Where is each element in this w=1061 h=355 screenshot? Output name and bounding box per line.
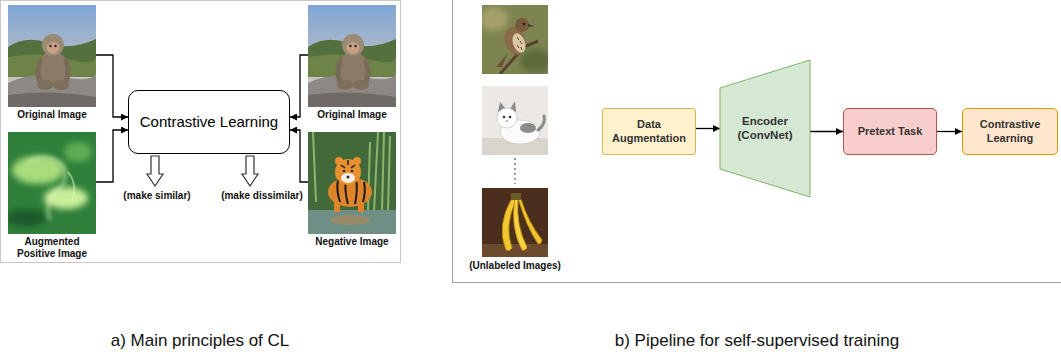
node-text: Original Image [308,109,396,121]
bird-photo [482,5,548,74]
node-text: Data Augmentation [609,118,689,144]
panel-caption: a) Main principles of CL [5,331,395,351]
tiger-photo [308,132,396,234]
tiger-photo [341,173,355,183]
bird-photo [520,49,548,73]
image-card: Augmented Positive Image [8,132,96,260]
monkey-photo [308,5,396,107]
banana-photo [518,198,542,244]
node-text: Negative Image [308,236,396,248]
process-box: Contrastive Learning [128,90,290,154]
tiger-photo [341,160,355,168]
augmented-photo [6,132,96,234]
arrow-connector [937,131,962,132]
panel-frame [1,1,401,263]
cat-photo [509,116,512,119]
node-text: Contrastive Learning [140,113,278,131]
bird-photo [480,5,552,74]
bird-photo [496,53,508,67]
arrow-connector [290,130,308,182]
arrow-connector [696,128,720,129]
bird-photo [482,7,508,31]
trapezoid-shape [720,60,810,197]
ellipsis-dots [514,158,515,184]
tiger-photo [335,159,361,185]
hollow-arrow [242,156,258,186]
arrow-connector [290,55,308,117]
node-text: Original Image [8,109,96,121]
panel-frame [452,0,453,283]
annotation-label: (Unlabeled Images) [455,260,575,272]
cat-photo [503,116,506,119]
tiger-photo [343,170,346,173]
cat-photo [506,120,508,122]
cat-photo [538,116,544,130]
augmented-photo [28,158,65,220]
augmented-photo [8,132,96,234]
bird-photo [482,7,548,73]
banana-photo [482,188,548,257]
tiger-photo [313,132,390,212]
bird-photo [528,24,534,27]
cat-photo [482,86,548,155]
cat-photo [482,86,548,155]
process-box: Contrastive Learning [962,108,1058,155]
hollow-arrow [147,156,163,186]
cat-photo [520,123,536,133]
annotation-label: (make similar) [109,190,205,202]
process-box: Pretext Task [843,108,937,155]
banana-photo [511,193,521,200]
augmented-photo [8,209,46,227]
arrow-connector [96,55,128,117]
tiger-photo [308,132,396,234]
augmented-photo [68,172,74,202]
banana-photo [482,188,548,257]
tiger-photo [330,215,370,225]
image-card: Negative Image [308,132,396,248]
banana-photo [482,244,548,257]
image-card: Original Image [8,5,96,121]
node-text: Encoder (ConvNet) [728,115,802,143]
encoder-trapezoid: Encoder (ConvNet) [720,60,810,197]
augmented-photo [8,142,92,227]
augmented-photo [64,142,92,162]
banana-photo [482,188,548,257]
bird-photo [510,32,528,55]
image-card: Original Image [308,5,396,121]
bird-photo [523,23,525,25]
monkey-photo [8,5,96,107]
bird-photo [517,37,522,50]
cat-photo [482,86,548,155]
tiger-photo [351,170,354,173]
arrow-connector [96,130,128,182]
arrow-connector [810,131,843,132]
process-box: Data Augmentation [602,108,696,155]
bird-photo [515,18,529,32]
cat-photo [497,108,517,128]
panel-caption: b) Pipeline for self-supervised training [467,331,1047,351]
annotation-label: (make dissimilar) [204,190,320,202]
node-text: Augmented Positive Image [8,236,96,260]
tiger-photo [308,132,396,234]
node-text: Pretext Task [858,125,923,138]
tiger-photo [347,176,350,179]
node-text: Contrastive Learning [969,118,1051,144]
tiger-photo [308,210,396,234]
panel-frame [452,282,1061,283]
